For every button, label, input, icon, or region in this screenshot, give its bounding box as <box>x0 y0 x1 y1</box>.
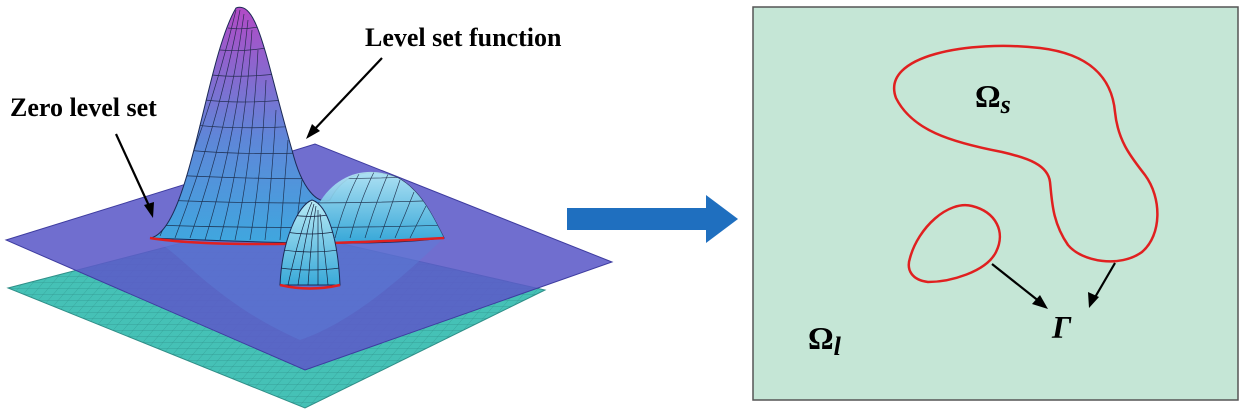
label-zero-level-set: Zero level set <box>10 93 157 122</box>
transition-arrow <box>567 195 738 243</box>
arrow-to-zero-level <box>115 133 154 218</box>
arrow-to-surface <box>306 57 383 139</box>
label-omega-l: Ωl <box>808 320 842 361</box>
arrow-gamma-small <box>991 263 1048 309</box>
third-peak-surface <box>279 199 341 290</box>
domain-panel: Ωs Ωl Γ <box>752 6 1239 401</box>
interface-boundary-large <box>892 44 1159 263</box>
label-gamma: Γ <box>1051 309 1072 345</box>
level-set-surface-plot: Level set function Zero level set <box>4 6 614 409</box>
level-set-function-surface <box>149 6 445 246</box>
interface-boundary-small <box>907 203 1002 284</box>
label-level-set-function: Level set function <box>365 23 562 52</box>
arrow-gamma-large <box>1088 262 1116 308</box>
label-omega-s: Ωs <box>975 78 1011 119</box>
